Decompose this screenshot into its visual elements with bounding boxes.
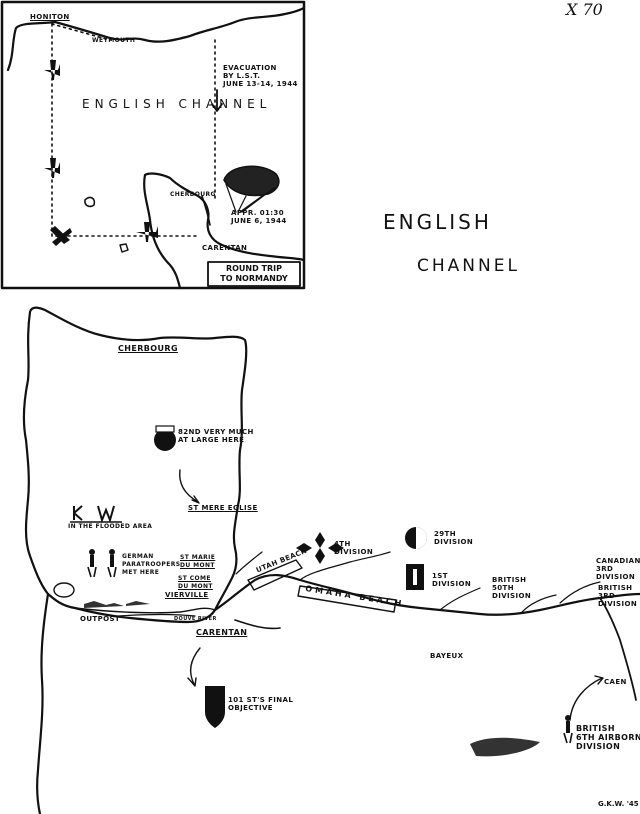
outpost-line — [117, 613, 196, 617]
plane-icons — [44, 60, 158, 246]
label-douve: DOUVE RIVER — [174, 616, 217, 622]
annotation-82nd: 82ND VERY MUCH AT LARGE HERE — [178, 428, 254, 444]
corner-note: X 70 — [566, 0, 603, 19]
normandy-coast — [213, 574, 640, 616]
insignia-101st — [205, 686, 225, 728]
inset-normandy-coast — [143, 172, 306, 262]
flooded-glyphs — [70, 505, 122, 524]
wreck-marks — [53, 582, 540, 757]
arrow-caen — [569, 675, 604, 721]
inset-cherbourg: CHERBOURG — [170, 191, 216, 198]
label-st-mere-eglise: ST MERE EGLISE — [188, 504, 258, 512]
label-caen: CAEN — [604, 678, 627, 686]
annotation-29th: 29TH DIVISION — [434, 530, 474, 546]
insignia-4th — [296, 532, 344, 564]
insignia-82nd — [154, 429, 176, 451]
signature: G.K.W. '45 — [598, 800, 639, 808]
main-title-line2: CHANNEL — [417, 256, 520, 276]
label-vierville: VIERVILLE — [165, 591, 209, 599]
cotentin-peninsula — [22, 306, 248, 624]
annotation-1st: 1ST DIVISION — [432, 572, 472, 588]
inset-carentan: CARENTAN — [202, 244, 248, 252]
inset-title: ROUND TRIP TO NORMANDY — [220, 264, 288, 283]
arrow-101st — [187, 647, 201, 687]
annotation-4th: 4TH DIVISION — [334, 540, 374, 556]
label-outpost: OUTPOST — [80, 615, 121, 623]
inset-approach: APPR. 01:30 JUNE 6, 1944 — [231, 209, 287, 225]
label-cherbourg: CHERBOURG — [118, 344, 178, 353]
label-bayeux: BAYEUX — [430, 652, 464, 660]
arrow-82nd — [179, 469, 200, 504]
inset-honiton: HONITON — [30, 13, 70, 21]
inset-weymouth: WEYMOUTH — [92, 37, 136, 44]
soldier-figures — [87, 549, 573, 744]
inset-frame — [0, 0, 306, 290]
annotation-can3: CANADIAN 3RD DIVISION — [596, 557, 640, 581]
annotation-brit6: BRITISH 6TH AIRBORNE DIVISION — [576, 724, 640, 751]
annotation-german: GERMAN PARATROOPERS MET HERE — [122, 553, 181, 576]
parachute — [223, 165, 280, 197]
inset-evacuation: EVACUATION BY L.S.T. JUNE 13-14, 1944 — [223, 64, 298, 88]
douve-river — [74, 607, 216, 614]
annotation-brit50: BRITISH 50TH DIVISION — [492, 576, 532, 600]
arrow-utah — [235, 551, 263, 575]
annotation-flooded: IN THE FLOODED AREA — [68, 523, 153, 530]
inset-english-coast — [6, 6, 306, 72]
label-st-marie: ST MARIE DU MONT — [180, 554, 216, 569]
label-carentan: CARENTAN — [196, 628, 248, 637]
label-st-come: ST COME DU MONT — [178, 575, 213, 590]
main-title-line1: ENGLISH — [383, 210, 492, 234]
annotation-101st: 101 ST'S FINAL OBJECTIVE — [228, 696, 294, 712]
annotation-brit3: BRITISH 3RD DIVISION — [598, 584, 638, 608]
inset-title-box — [207, 261, 301, 287]
inset-route — [51, 23, 201, 237]
inset-sea-label: ENGLISH CHANNEL — [82, 97, 272, 111]
